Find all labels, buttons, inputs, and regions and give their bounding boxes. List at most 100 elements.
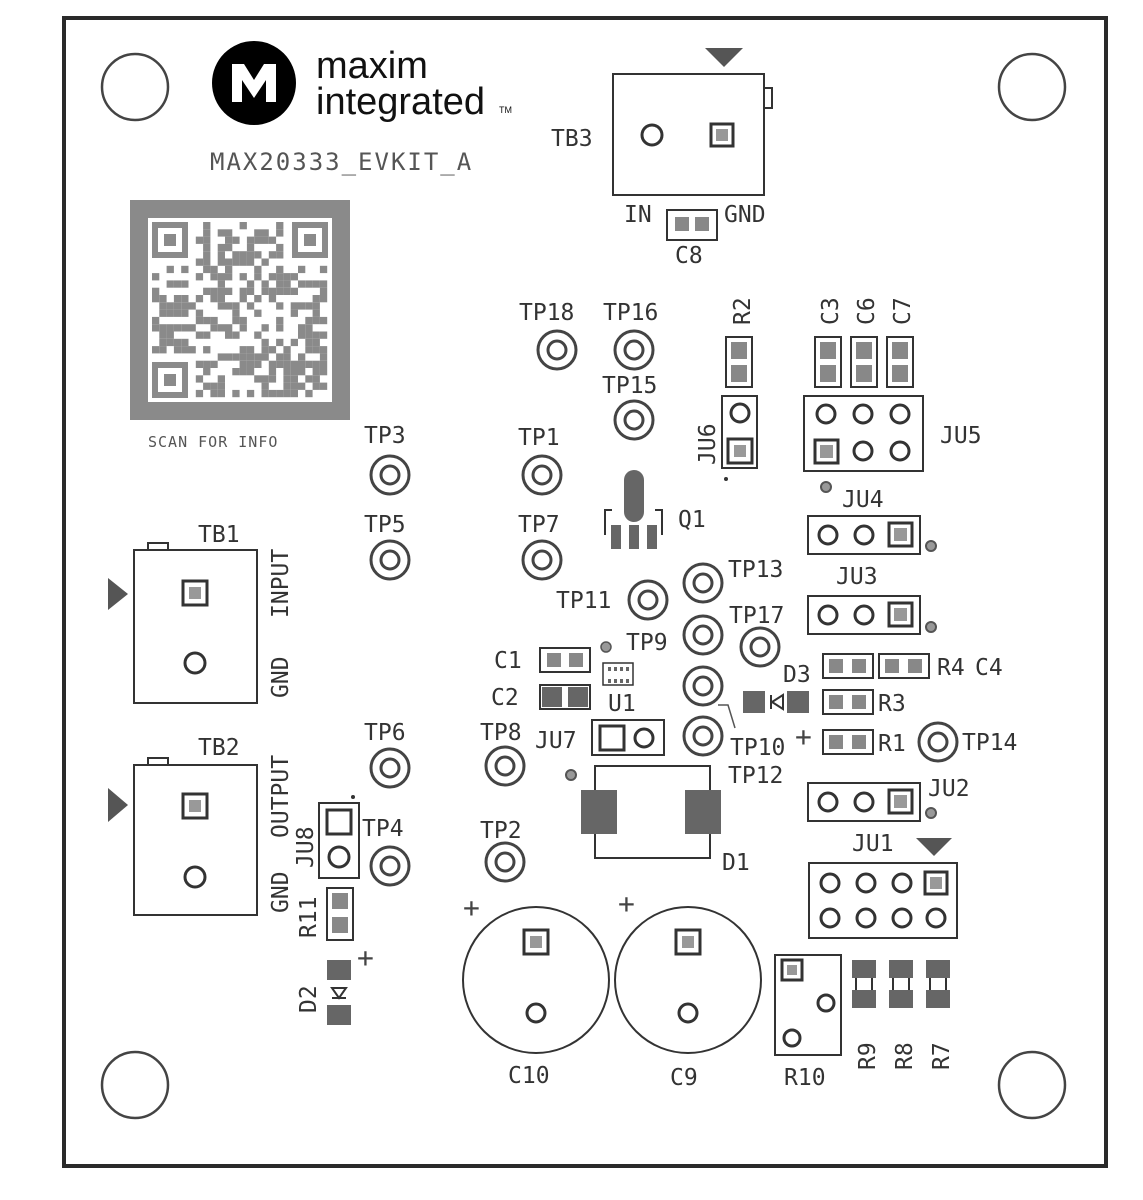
qr-module bbox=[203, 236, 211, 244]
qr-module bbox=[246, 243, 255, 252]
label-tp7: TP7 bbox=[518, 512, 560, 538]
qr-module bbox=[290, 273, 298, 281]
label-tp11: TP11 bbox=[556, 588, 611, 614]
qr-module bbox=[203, 331, 211, 339]
label-c9-plus: + bbox=[618, 887, 635, 920]
qr-module bbox=[268, 389, 277, 398]
ic-pin bbox=[626, 679, 629, 683]
qr-module bbox=[305, 324, 313, 332]
qr-module bbox=[290, 382, 298, 390]
qr-module bbox=[166, 324, 174, 332]
qr-module bbox=[276, 353, 284, 361]
qr-module bbox=[181, 309, 189, 317]
label-d1: D1 bbox=[722, 850, 750, 876]
qr-module bbox=[203, 265, 211, 274]
qr-module bbox=[319, 265, 328, 274]
qr-module bbox=[290, 338, 298, 347]
qr-module bbox=[276, 302, 284, 310]
qr-module bbox=[319, 287, 328, 295]
qr-module bbox=[181, 265, 189, 274]
qr-module bbox=[261, 375, 269, 383]
qr-module bbox=[239, 360, 247, 368]
qr-module bbox=[217, 375, 225, 383]
test-point-hole bbox=[623, 409, 645, 431]
tb1-terminal-block bbox=[108, 542, 258, 704]
test-point-hole bbox=[379, 549, 401, 571]
qr-module bbox=[298, 280, 306, 288]
mounting-holes bbox=[100, 52, 1067, 1120]
label-c2: C2 bbox=[491, 685, 519, 711]
qr-module bbox=[152, 316, 160, 325]
ic-pin bbox=[608, 679, 611, 683]
qr-module bbox=[254, 331, 262, 339]
qr-module bbox=[254, 295, 262, 303]
qr-module bbox=[225, 243, 233, 252]
qr-module bbox=[283, 273, 291, 281]
label-tb2: TB2 bbox=[198, 735, 240, 761]
maxim-logo: maxim integrated TM bbox=[212, 41, 512, 125]
qr-module bbox=[225, 265, 233, 274]
qr-code bbox=[130, 200, 350, 420]
qr-module bbox=[254, 273, 262, 281]
qr-module bbox=[210, 382, 218, 390]
qr-module bbox=[261, 389, 269, 398]
qr-module bbox=[283, 287, 291, 295]
qr-module bbox=[225, 258, 233, 266]
qr-module bbox=[305, 280, 313, 288]
qr-module bbox=[298, 368, 306, 376]
qr-module bbox=[239, 324, 247, 332]
qr-module bbox=[225, 324, 233, 332]
label-tp1: TP1 bbox=[518, 425, 560, 451]
qr-module bbox=[305, 316, 313, 325]
qr-module bbox=[239, 222, 247, 230]
qr-module bbox=[210, 295, 218, 303]
qr-module bbox=[305, 302, 313, 310]
mounting-hole bbox=[997, 52, 1067, 122]
qr-module bbox=[319, 331, 328, 339]
qr-module bbox=[305, 346, 313, 354]
qr-module bbox=[217, 302, 225, 310]
qr-module bbox=[319, 353, 328, 361]
test-point-hole bbox=[927, 731, 949, 753]
qr-module bbox=[166, 265, 174, 274]
ic-pin bbox=[614, 667, 617, 671]
qr-module bbox=[254, 375, 262, 383]
qr-module bbox=[195, 375, 204, 383]
qr-module bbox=[195, 273, 204, 281]
qr-module bbox=[312, 346, 320, 354]
qr-module bbox=[232, 258, 240, 266]
qr-module bbox=[261, 236, 269, 244]
label-d3: D3 bbox=[783, 662, 811, 688]
d3-footprint bbox=[743, 691, 809, 713]
qr-module bbox=[298, 302, 306, 310]
qr-module bbox=[217, 273, 225, 281]
qr-module bbox=[217, 280, 225, 288]
test-point-hole bbox=[379, 757, 401, 779]
qr-module bbox=[246, 353, 255, 361]
qr-module bbox=[276, 280, 284, 288]
qr-module bbox=[254, 309, 262, 317]
qr-module bbox=[290, 360, 298, 368]
qr-module bbox=[217, 324, 225, 332]
qr-module bbox=[254, 353, 262, 361]
qr-module bbox=[232, 316, 240, 325]
qr-module bbox=[246, 236, 255, 244]
label-r2: R2 bbox=[730, 297, 756, 325]
r11-footprint bbox=[326, 887, 354, 941]
ju2-jumper bbox=[807, 782, 937, 822]
qr-module bbox=[276, 273, 284, 281]
qr-module bbox=[188, 302, 196, 310]
label-tp4: TP4 bbox=[362, 816, 404, 842]
qr-module bbox=[246, 251, 255, 259]
qr-module bbox=[283, 360, 291, 368]
label-u1: U1 bbox=[608, 691, 636, 717]
test-point-hole bbox=[692, 572, 714, 594]
test-point-hole bbox=[531, 549, 553, 571]
qr-module bbox=[195, 236, 204, 244]
qr-module bbox=[232, 389, 240, 398]
qr-module bbox=[276, 360, 284, 368]
qr-module bbox=[195, 389, 204, 398]
qr-module bbox=[276, 243, 284, 252]
qr-module bbox=[217, 287, 225, 295]
